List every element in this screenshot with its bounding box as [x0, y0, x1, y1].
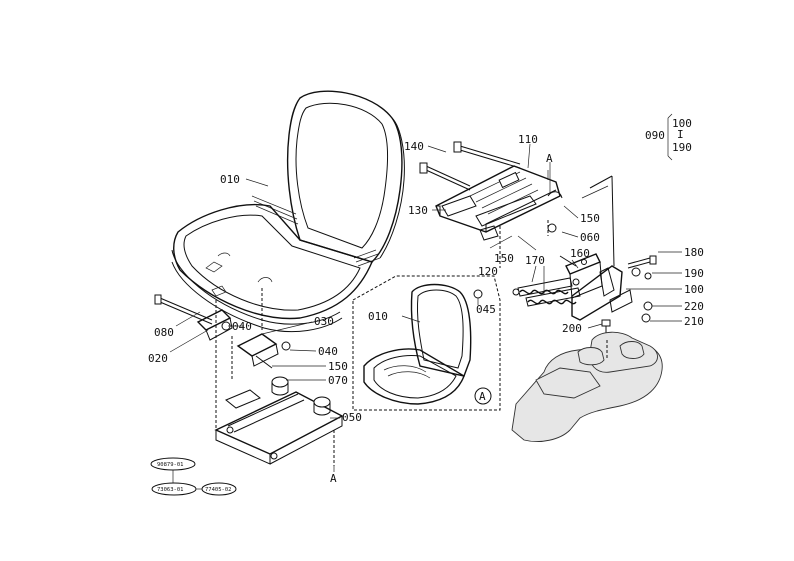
callout-190: 190 [684, 267, 704, 280]
bracket-030 [236, 333, 291, 369]
side-bracket-100 [571, 175, 633, 321]
callout-range-bottom: 190 [672, 141, 692, 154]
legend-code-left: 73063-01 [157, 487, 184, 493]
callout-200: 200 [562, 322, 582, 335]
callout-ref-a-bottom: A [330, 472, 337, 485]
callout-020: 020 [148, 352, 168, 365]
callout-170: 170 [525, 254, 545, 267]
callout-labels: 010 140 110 A 130 150 060 150 120 170 16… [148, 117, 704, 485]
callout-180: 180 [684, 246, 704, 259]
range-bracket [667, 113, 673, 161]
callout-150-a: 150 [580, 212, 600, 225]
callout-030: 030 [314, 315, 334, 328]
callout-010-alt: 010 [368, 310, 388, 323]
seat-rail-frame [214, 220, 608, 466]
callout-150-c: 150 [328, 360, 348, 373]
callout-220: 220 [684, 300, 704, 313]
callout-090: 090 [645, 129, 665, 142]
bracket-020-and-bolt-080 [154, 294, 233, 341]
callout-ref-a-top: A [546, 152, 553, 165]
callout-detail-a: A [479, 390, 486, 403]
seat-support-plate [435, 165, 563, 241]
callout-110: 110 [518, 133, 538, 146]
suspension-springs [512, 277, 581, 307]
callout-150-b: 150 [494, 252, 514, 265]
spring-bracket [559, 253, 603, 299]
callout-045: 045 [476, 303, 496, 316]
detail-box-alt-seat [352, 275, 501, 411]
callout-130: 130 [408, 204, 428, 217]
legend-code-right: 77405-02 [205, 487, 232, 493]
callout-060: 060 [580, 231, 600, 244]
bolt-140 [419, 141, 521, 191]
legend-codes: 90879-01 73063-01 77405-02 [150, 457, 237, 496]
callout-040-b: 040 [318, 345, 338, 358]
tractor-fender-body [511, 331, 663, 442]
callout-040-a: 040 [232, 320, 252, 333]
callout-080: 080 [154, 326, 174, 339]
callout-050: 050 [342, 411, 362, 424]
callout-160: 160 [570, 247, 590, 260]
callout-100: 100 [684, 283, 704, 296]
callout-010-seat: 010 [220, 173, 240, 186]
callout-070: 070 [328, 374, 348, 387]
leader-lines [169, 143, 682, 472]
callout-range-dash: I [677, 128, 684, 141]
legend-code-top: 90879-01 [157, 462, 184, 468]
callout-120: 120 [478, 265, 498, 278]
callout-range-top: 100 [672, 117, 692, 130]
callout-140: 140 [404, 140, 424, 153]
callout-210: 210 [684, 315, 704, 328]
bolts-and-nuts [601, 255, 657, 340]
seat-assembly-main [171, 90, 405, 333]
